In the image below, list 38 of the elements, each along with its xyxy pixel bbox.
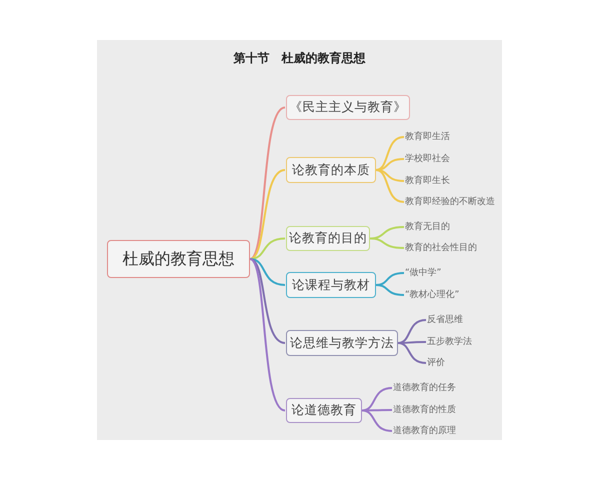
topic-box: 论教育的目的: [286, 226, 370, 251]
connector-line: [398, 341, 426, 344]
connector-line: [250, 258, 286, 344]
leaf-text: 反省思维: [427, 314, 463, 326]
connector-line: [362, 387, 392, 412]
connector-line: [362, 410, 392, 432]
leaf-text: “教材心理化”: [405, 289, 460, 301]
central-topic-box: 杜威的教育思想: [107, 240, 250, 278]
topic-box: 论教育的本质: [286, 157, 376, 183]
connector-line: [398, 319, 426, 344]
title: 第十节 杜威的教育思想: [232, 50, 366, 67]
connector-line: [249, 258, 286, 412]
connector-line: [370, 238, 404, 249]
connector-line: [250, 258, 286, 286]
connector-line: [376, 136, 404, 171]
connector-line: [398, 342, 426, 364]
leaf-text: 道德教育的性质: [393, 404, 456, 416]
leaf-text: 教育即生长: [405, 175, 450, 187]
connector-line: [376, 169, 404, 203]
leaf-text: 道德教育的原理: [393, 425, 456, 437]
topic-box: 论道德教育: [286, 398, 362, 423]
leaf-text: 学校即社会: [405, 153, 450, 165]
leaf-text: 五步教学法: [427, 336, 472, 348]
leaf-text: 评价: [427, 357, 445, 369]
leaf-text: 教育的社会性目的: [405, 242, 477, 254]
connector-line: [362, 409, 392, 412]
topic-box: 《民主主义与教育》: [286, 95, 410, 120]
leaf-text: 道德教育的任务: [393, 382, 456, 394]
topic-box: 论思维与教学方法: [286, 330, 398, 356]
leaf-text: “做中学”: [405, 267, 442, 279]
connector-line: [249, 106, 286, 260]
leaf-text: 教育即经验的不断改造: [405, 196, 495, 208]
connector-line: [250, 169, 286, 260]
leaf-text: 教育无目的: [405, 221, 450, 233]
leaf-text: 教育即生活: [405, 131, 450, 143]
connector-line: [376, 169, 404, 182]
connector-line: [376, 284, 404, 296]
topic-box: 论课程与教材: [286, 272, 376, 298]
